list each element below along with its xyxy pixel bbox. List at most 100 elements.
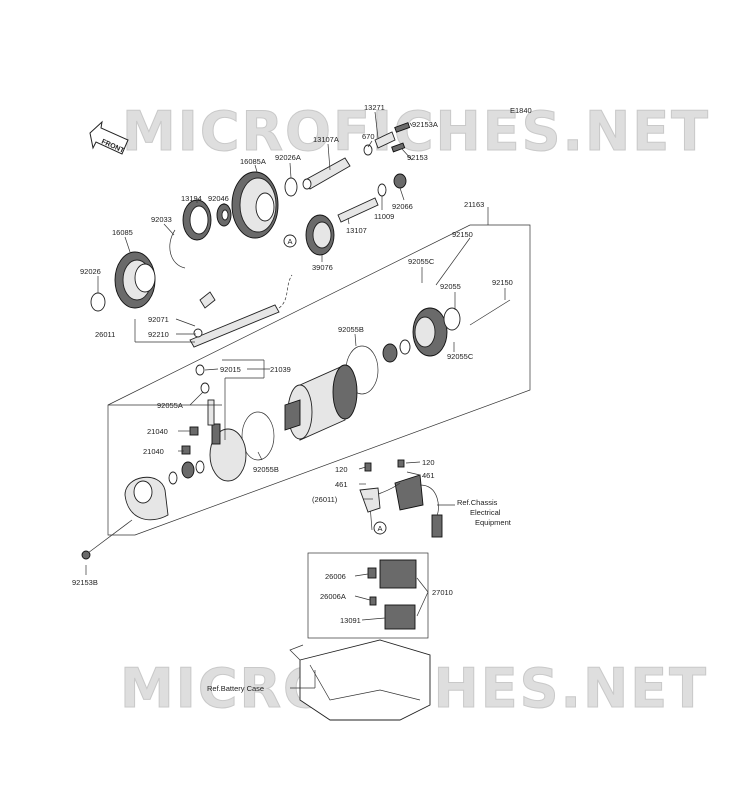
label-26006: 26006	[325, 572, 346, 581]
ref-circle-a-2	[373, 521, 387, 535]
label-92055: 92055	[440, 282, 461, 291]
battery-case	[289, 639, 431, 721]
washer-11009	[377, 183, 387, 197]
label-26006A: 26006A	[320, 592, 346, 601]
gear-16085A	[231, 171, 279, 239]
bolt-head-92153B	[81, 550, 91, 560]
watermark-top: MICROFICHES.NET	[122, 100, 710, 163]
washer-left-2	[168, 471, 178, 485]
washer-92055A	[200, 382, 210, 394]
label-92055C-b: 92055C	[447, 352, 474, 361]
ring-670	[363, 144, 373, 156]
label-92066: 92066	[392, 202, 413, 211]
label-92153B: 92153B	[72, 578, 98, 587]
label-16085A: 16085A	[240, 157, 266, 166]
label-21039: 21039	[270, 365, 291, 374]
front-arrow-icon: FRONT	[89, 120, 129, 155]
ref-battery-case: Ref.Battery Case	[207, 684, 264, 693]
label-92153: 92153	[407, 153, 428, 162]
label-92046: 92046	[208, 194, 229, 203]
label-92055C-a: 92055C	[408, 257, 435, 266]
gear-16085	[114, 251, 156, 309]
label-92055B-b: 92055B	[253, 465, 279, 474]
label-21040-b: 21040	[143, 447, 164, 456]
label-11009: 11009	[374, 212, 394, 221]
ref-a-1: A	[288, 237, 293, 246]
label-39076: 39076	[312, 263, 333, 272]
oring-92055B-lower	[241, 411, 275, 461]
ref-a-2: A	[378, 524, 383, 533]
fuse-26006	[367, 567, 377, 579]
bolt-92150-b	[469, 299, 511, 326]
washer-small	[399, 339, 411, 355]
bearing-small	[382, 343, 398, 363]
brush-21040-b	[181, 445, 191, 455]
fuse-26006A	[369, 596, 377, 606]
connector-plug	[431, 514, 443, 538]
label-92071: 92071	[148, 315, 169, 324]
label-16085: 16085	[112, 228, 133, 237]
starter-group-outline	[107, 224, 531, 536]
label-21163: 21163	[464, 200, 484, 209]
ref-chassis-line-3: Equipment	[475, 518, 512, 527]
label-13091: 13091	[340, 616, 361, 625]
motor-yoke-21039	[284, 364, 358, 441]
label-13271: 13271	[364, 103, 385, 112]
label-92055A: 92055A	[157, 401, 183, 410]
gear-92046	[216, 203, 232, 227]
washer-92026A	[284, 177, 298, 197]
washer-92015	[195, 364, 205, 376]
relay-group	[307, 459, 443, 639]
label-92033: 92033	[151, 215, 172, 224]
label-26011: 26011	[95, 330, 115, 339]
shaft-13107A	[302, 157, 351, 190]
shaft-13107	[337, 197, 379, 223]
bearing-left	[181, 461, 195, 479]
leader-lines	[85, 111, 506, 689]
end-cover-left	[124, 476, 169, 521]
end-cover-right	[412, 307, 461, 357]
cover-13091	[384, 604, 416, 630]
brush-holder	[207, 399, 247, 482]
label-92055B-a: 92055B	[338, 325, 364, 334]
ref-chassis-line-1: Ref.Chassis	[457, 498, 498, 507]
label-461-a: 461	[335, 480, 348, 489]
label-13107A: 13107A	[313, 135, 339, 144]
ref-circle-a-1	[283, 234, 297, 248]
label-120-a: 120	[335, 465, 348, 474]
label-13107: 13107	[346, 226, 367, 235]
plate-13271	[374, 122, 411, 153]
label-92150-b: 92150	[492, 278, 513, 287]
part-92066	[393, 173, 407, 189]
bolt-120-b	[397, 459, 405, 468]
diagram-code: E1840	[510, 106, 532, 115]
washer-left	[195, 460, 205, 474]
label-27010: 27010	[432, 588, 453, 597]
label-92015: 92015	[220, 365, 241, 374]
label-21040-a: 21040	[147, 427, 168, 436]
clutch-shaft	[189, 274, 293, 348]
label-670: 670	[362, 132, 375, 141]
part-labels: 13271 92153A 670 13107A 92153 16085A 920…	[72, 103, 513, 693]
bolt-92150-a	[435, 237, 471, 286]
gear-39076	[305, 214, 335, 256]
starter-relay-27010	[379, 559, 417, 589]
brush-21040-a	[189, 426, 199, 436]
label-92026: 92026	[80, 267, 101, 276]
label-92150-a: 92150	[452, 230, 473, 239]
solenoid-terminal	[394, 474, 424, 511]
label-92026A: 92026A	[275, 153, 301, 162]
washer-92026	[90, 292, 106, 312]
label-120-b: 120	[422, 458, 435, 467]
bearing-13194	[182, 199, 212, 241]
bracket-26011	[359, 487, 381, 513]
ref-chassis-line-2: Electrical	[470, 508, 501, 517]
circlip-92033	[169, 229, 186, 269]
label-13194: 13194	[181, 194, 202, 203]
bolt-92153B	[87, 519, 133, 554]
label-26011-paren: (26011)	[312, 495, 338, 504]
label-461-b: 461	[422, 471, 435, 480]
label-92210: 92210	[148, 330, 169, 339]
